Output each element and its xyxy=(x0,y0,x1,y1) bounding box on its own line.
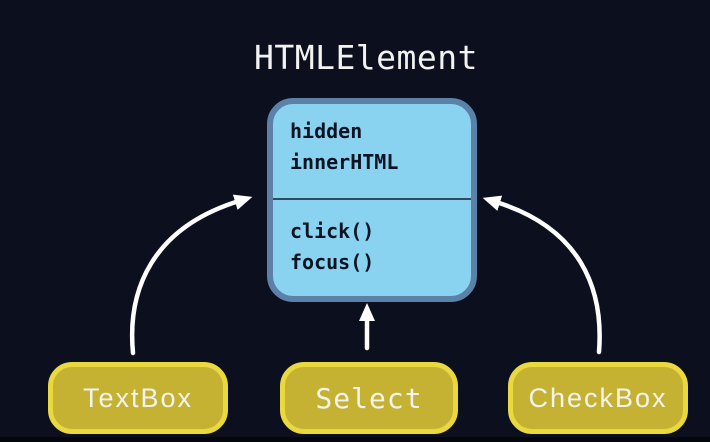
diagram-title: HTMLElement xyxy=(253,38,479,77)
property-innerhtml: innerHTML xyxy=(290,150,399,174)
bottom-edge-strip xyxy=(0,437,710,442)
htmlelement-class-box: hidden innerHTML click() focus() xyxy=(267,98,477,302)
node-textbox[interactable]: TextBox xyxy=(48,362,228,434)
arrow-checkbox-to-htmlelement xyxy=(482,195,602,355)
section-divider xyxy=(273,198,471,200)
property-hidden: hidden xyxy=(290,119,363,143)
properties-section: hidden innerHTML xyxy=(273,104,471,198)
node-select[interactable]: Select xyxy=(280,362,458,434)
methods-section: click() focus() xyxy=(273,200,471,278)
node-checkbox[interactable]: CheckBox xyxy=(508,362,688,434)
arrow-textbox-to-htmlelement xyxy=(129,194,253,356)
method-click: click() xyxy=(290,219,375,243)
method-focus: focus() xyxy=(290,250,375,274)
